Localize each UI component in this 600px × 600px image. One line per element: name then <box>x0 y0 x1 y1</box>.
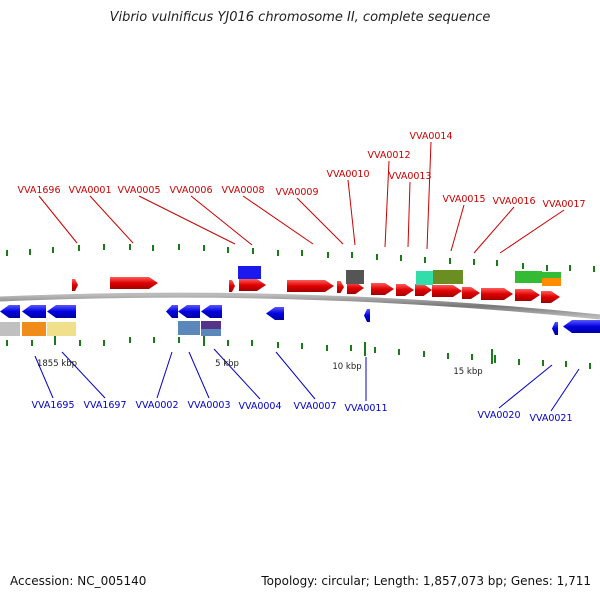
feature-box <box>22 322 46 336</box>
forward-gene-arrow <box>396 284 414 296</box>
feature-box <box>542 272 561 278</box>
reverse-gene-label: VVA0007 <box>293 401 336 412</box>
feature-box <box>515 271 542 283</box>
forward-gene-arrow <box>287 280 334 292</box>
forward-gene-arrow <box>481 288 513 300</box>
reverse-gene-label: VVA0004 <box>238 401 281 412</box>
forward-leader-line <box>242 195 314 245</box>
feature-box <box>542 278 561 286</box>
forward-gene-arrow <box>371 283 394 295</box>
reverse-leader-line <box>550 368 580 412</box>
reverse-gene-arrow <box>178 305 200 318</box>
forward-gene-label: VVA0014 <box>409 131 452 142</box>
forward-gene-label: VVA0006 <box>169 185 212 196</box>
reverse-leader-line <box>188 351 210 399</box>
feature-box <box>238 266 261 279</box>
map-title: Vibrio vulnificus YJ016 chromosome II, c… <box>109 10 491 25</box>
feature-box <box>47 322 76 336</box>
reverse-gene-label: VVA0002 <box>135 400 178 411</box>
forward-gene-label: VVA0015 <box>442 194 485 205</box>
topology-summary: Topology: circular; Length: 1,857,073 bp… <box>261 574 591 588</box>
forward-gene-label: VVA0010 <box>326 169 369 180</box>
reverse-gene-label: VVA0011 <box>344 403 387 414</box>
reverse-gene-label: VVA0020 <box>477 410 520 421</box>
reverse-leader-line <box>61 351 106 399</box>
forward-leader-line <box>138 195 236 245</box>
reverse-gene-arrow <box>266 307 284 320</box>
feature-box <box>0 322 20 336</box>
reverse-gene-arrow <box>22 305 46 318</box>
forward-gene-arrow <box>347 282 364 294</box>
reverse-leader-line <box>213 348 261 400</box>
feature-box <box>201 321 221 329</box>
feature-box <box>346 270 364 284</box>
scale-label: 1855 kbp <box>37 359 77 369</box>
forward-gene-label: VVA0009 <box>275 187 318 198</box>
forward-gene-arrow <box>462 287 480 299</box>
reverse-gene-arrow <box>563 320 600 333</box>
forward-leader-line <box>407 181 411 248</box>
forward-leader-line <box>89 195 134 244</box>
forward-gene-arrow <box>515 289 540 301</box>
forward-leader-line <box>473 206 515 254</box>
forward-leader-line <box>296 197 344 245</box>
scale-label: 10 kbp <box>332 362 361 372</box>
reverse-gene-arrow <box>552 322 558 335</box>
feature-box <box>416 271 433 285</box>
forward-leader-line <box>499 209 565 254</box>
forward-gene-arrow <box>541 291 560 303</box>
forward-gene-arrow <box>337 281 344 293</box>
forward-gene-arrow <box>72 279 78 291</box>
forward-gene-arrow <box>110 277 158 289</box>
forward-gene-arrow <box>432 285 462 297</box>
reverse-gene-label: VVA1695 <box>31 400 74 411</box>
forward-gene-label: VVA0008 <box>221 185 264 196</box>
forward-gene-label: VVA0001 <box>68 185 111 196</box>
feature-box <box>178 321 200 335</box>
forward-gene-label: VVA0012 <box>367 150 410 161</box>
forward-gene-label: VVA0017 <box>542 199 585 210</box>
feature-box <box>201 329 221 336</box>
reverse-gene-arrow <box>201 305 222 318</box>
forward-gene-label: VVA0013 <box>388 171 431 182</box>
forward-gene-arrow <box>229 280 235 292</box>
reverse-gene-arrow <box>364 309 370 322</box>
forward-gene-label: VVA0016 <box>492 196 535 207</box>
forward-leader-line <box>426 141 432 250</box>
reverse-gene-label: VVA0021 <box>529 413 572 424</box>
backbone-arc <box>0 292 600 320</box>
reverse-gene-arrow <box>47 305 76 318</box>
reverse-gene-label: VVA1697 <box>83 400 126 411</box>
reverse-leader-line <box>34 355 54 399</box>
reverse-leader-line <box>156 351 173 399</box>
forward-gene-label: VVA0005 <box>117 185 160 196</box>
forward-gene-arrow <box>415 284 432 296</box>
reverse-leader-line <box>275 351 316 400</box>
forward-leader-line <box>38 195 78 244</box>
forward-leader-line <box>347 179 356 246</box>
scale-label: 5 kbp <box>215 359 239 369</box>
reverse-leader-line <box>498 364 553 409</box>
forward-leader-line <box>384 160 390 248</box>
forward-leader-line <box>190 195 253 246</box>
forward-gene-arrow <box>239 279 266 291</box>
reverse-gene-arrow <box>166 305 178 318</box>
feature-box <box>433 270 463 284</box>
reverse-gene-label: VVA0003 <box>187 400 230 411</box>
reverse-gene-arrow <box>0 305 20 318</box>
accession-text: Accession: NC_005140 <box>10 574 147 588</box>
forward-gene-label: VVA1696 <box>17 185 60 196</box>
scale-label: 15 kbp <box>453 367 482 377</box>
forward-leader-line <box>450 204 465 252</box>
